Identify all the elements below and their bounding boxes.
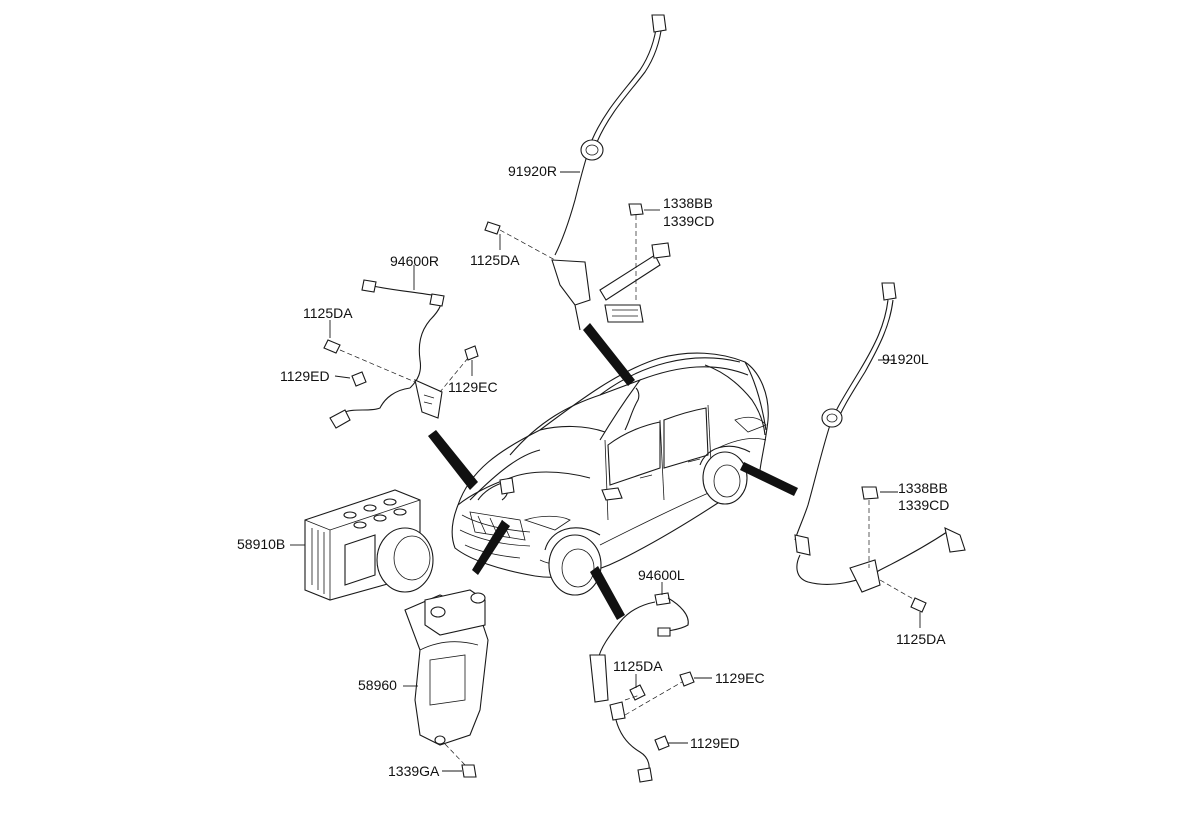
callout-58910B: 58910B <box>237 536 285 552</box>
callout-1338BB-rear-right: 1338BB <box>663 195 713 211</box>
callout-91920L: 91920L <box>882 351 929 367</box>
callout-1125DA-front-left: 1125DA <box>613 658 663 674</box>
rear-left-wheel-sensor-assembly: 91920L 1338BB 1339CD 1125DA <box>794 282 966 647</box>
callout-1339GA: 1339GA <box>388 763 440 779</box>
callout-1129EC-front-right: 1129EC <box>448 379 498 395</box>
callout-1129EC-front-left: 1129EC <box>715 670 765 686</box>
callout-94600R: 94600R <box>390 253 439 269</box>
callout-91920R: 91920R <box>508 163 557 179</box>
rear-right-wheel-sensor-assembly: 91920R 1338BB 1339CD 1125DA <box>470 14 714 331</box>
callout-1339CD-rear-left: 1339CD <box>898 497 949 513</box>
callout-1125DA-front-right: 1125DA <box>303 305 353 321</box>
hecu-bracket-assembly: 58960 1339GA <box>358 589 489 779</box>
callout-1125DA-rear-left: 1125DA <box>896 631 946 647</box>
callout-1129ED-front-left: 1129ED <box>690 735 740 751</box>
callout-1338BB-rear-left: 1338BB <box>898 480 948 496</box>
callout-1129ED-front-right: 1129ED <box>280 368 330 384</box>
callout-1339CD-rear-right: 1339CD <box>663 213 714 229</box>
callout-94600L: 94600L <box>638 567 685 583</box>
hecu-module-assembly: 58910B <box>237 489 434 601</box>
front-left-wheel-sensor-assembly: 94600L 1125DA 1129EC 1129ED <box>589 567 765 783</box>
front-right-wheel-sensor-assembly: 94600R 1125DA 1129ED 1129EC <box>280 253 498 429</box>
callout-58960: 58960 <box>358 677 397 693</box>
callout-1125DA-rear-right: 1125DA <box>470 252 520 268</box>
vehicle-illustration <box>428 323 798 620</box>
